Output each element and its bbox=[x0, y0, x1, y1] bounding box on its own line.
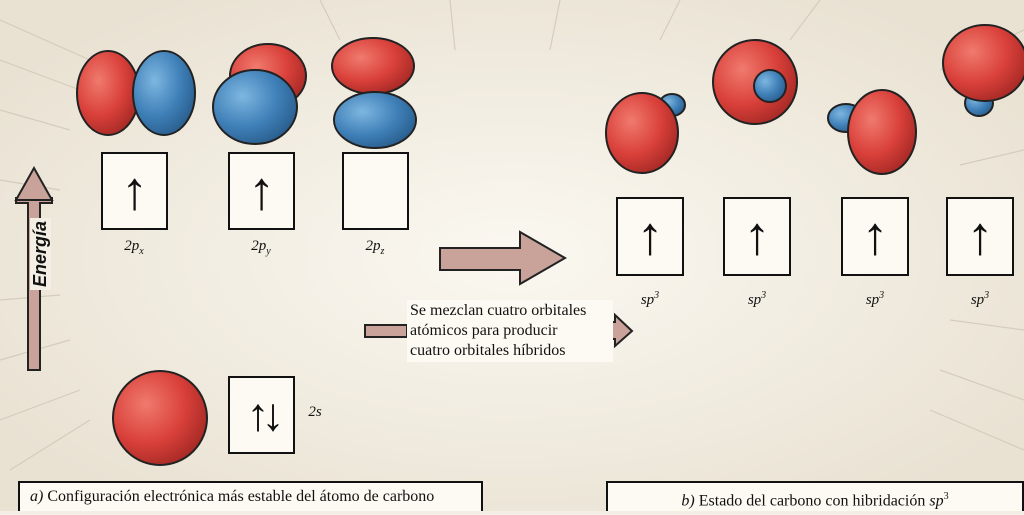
hybrid-orbital-1-shape bbox=[605, 92, 686, 174]
caption-b-text: Estado del carbono con hibridación bbox=[698, 492, 926, 510]
hybrid-electron-3: ↑ bbox=[861, 206, 889, 266]
caption-a-text: Configuración electrónica más estable de… bbox=[47, 488, 435, 505]
hybrid-label-4: sp3 bbox=[970, 290, 990, 308]
orbital-2px-shape bbox=[76, 50, 196, 136]
label-2pz: 2pz bbox=[365, 238, 385, 257]
hybrid-label-2: sp3 bbox=[747, 290, 767, 308]
caption-b: b) Estado del carbono con hibridación sp… bbox=[606, 481, 1024, 511]
caption-b-math: sp bbox=[929, 492, 944, 510]
energy-label: Energía bbox=[30, 217, 51, 290]
hybrid-label-3: sp3 bbox=[865, 290, 885, 308]
orbital-box-2pz bbox=[342, 152, 409, 230]
caption-a: a) Configuración electrónica más estable… bbox=[18, 481, 483, 511]
orbital-2pz-shape bbox=[331, 37, 417, 149]
hybrid-label-1: sp3 bbox=[640, 290, 660, 308]
hybrid-electron-4: ↑ bbox=[966, 206, 994, 266]
orbital-2py-shape bbox=[212, 43, 307, 145]
hybrid-box-3: ↑ bbox=[841, 197, 909, 276]
hybrid-box-2: ↑ bbox=[723, 197, 791, 276]
label-2s: 2s bbox=[308, 404, 322, 420]
label-2px: 2px bbox=[124, 238, 144, 257]
mixing-note-line-1: Se mezclan cuatro orbitales bbox=[410, 302, 587, 319]
electrons-2s: ↑↓ bbox=[246, 389, 285, 440]
mixing-note-line-2: atómicos para producir bbox=[410, 322, 558, 339]
hybrid-orbital-2-shape bbox=[712, 39, 798, 125]
electron-2px: ↑ bbox=[121, 161, 148, 221]
hybrid-box-1: ↑ bbox=[616, 197, 684, 276]
mixing-note-line-3: cuatro orbitales híbridos bbox=[410, 342, 566, 359]
hybrid-electron-1: ↑ bbox=[636, 206, 664, 266]
note-arrow-left bbox=[364, 324, 408, 338]
caption-a-letter: a) bbox=[30, 488, 44, 505]
hybrid-electron-2: ↑ bbox=[743, 206, 771, 266]
transition-arrow bbox=[439, 230, 567, 286]
caption-b-sup: 3 bbox=[943, 491, 949, 502]
orbital-box-2py: ↑ bbox=[228, 152, 295, 230]
hybrid-orbital-3-shape bbox=[827, 89, 917, 175]
orbital-box-2px: ↑ bbox=[101, 152, 168, 230]
orbital-box-2s: ↑↓ bbox=[228, 376, 295, 454]
hybrid-orbital-4-shape bbox=[942, 24, 1024, 117]
mixing-note: Se mezclan cuatro orbitales atómicos par… bbox=[407, 300, 613, 362]
caption-b-letter: b) bbox=[681, 492, 695, 510]
hybrid-box-4: ↑ bbox=[946, 197, 1014, 276]
orbital-2s-shape bbox=[112, 370, 208, 466]
electron-2py: ↑ bbox=[248, 161, 275, 221]
label-2py: 2py bbox=[251, 238, 271, 257]
